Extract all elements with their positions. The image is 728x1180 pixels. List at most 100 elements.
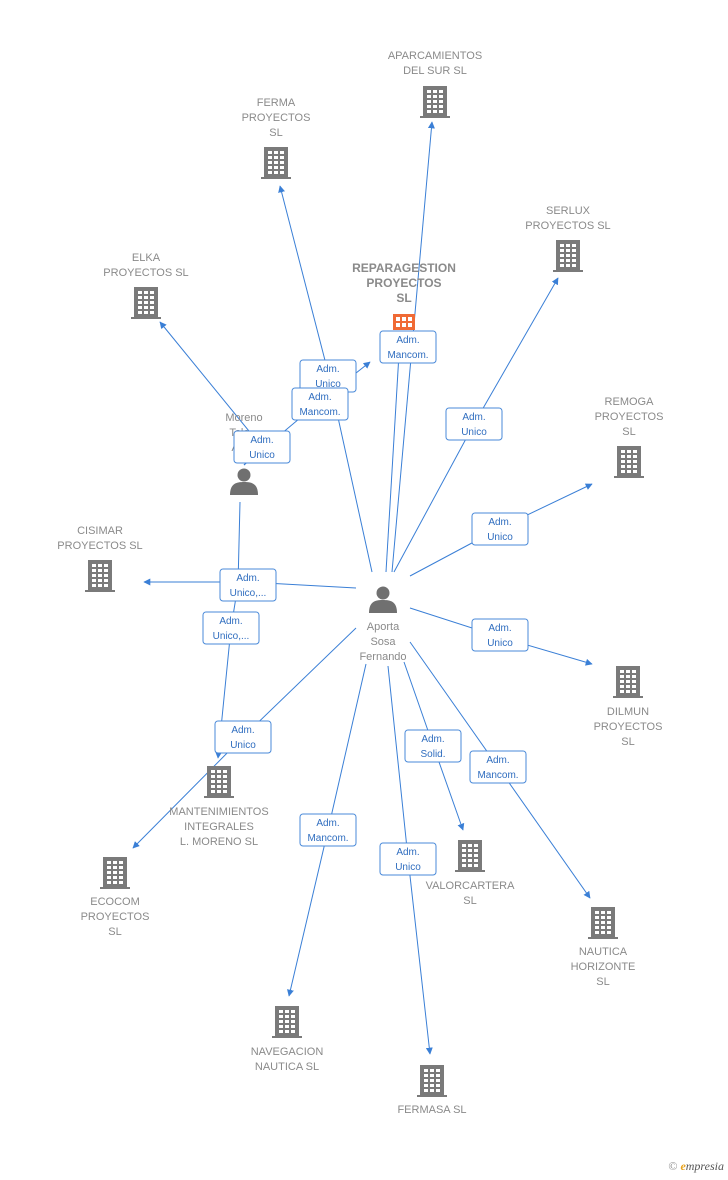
building-window (408, 317, 412, 321)
building-window (150, 291, 154, 294)
building-window (560, 249, 564, 252)
node-label-aporta: Fernando (359, 651, 406, 663)
building-window (620, 690, 624, 693)
edge-label-reparagestion[interactable]: Adm.Mancom. (379, 330, 437, 364)
building-window (211, 785, 215, 788)
node-label-cisimar: CISIMAR (77, 525, 123, 537)
node-label-reparagestion: PROYECTOS (366, 276, 441, 290)
building-window (621, 460, 625, 463)
building-base (420, 116, 450, 118)
building-window (626, 670, 630, 673)
edge-label-text: Mancom. (477, 770, 518, 781)
edge-label-mantenimientos[interactable]: Adm.Unico,... (202, 611, 260, 645)
building-window (474, 859, 478, 862)
building-window (436, 1084, 440, 1087)
building-window (285, 1010, 289, 1013)
node-label-dilmun: DILMUN (607, 706, 649, 718)
building-window (572, 244, 576, 247)
building-window (98, 584, 102, 587)
building-window (462, 854, 466, 857)
edge-label-remoga[interactable]: Adm.Unico (471, 512, 529, 546)
edge-label-nautica[interactable]: Adm.Mancom. (469, 750, 527, 784)
edge-label-dilmun[interactable]: Adm.Unico (471, 618, 529, 652)
building-window (430, 1069, 434, 1072)
edge-moreno-to-mantenimientos (215, 501, 241, 759)
edge-label-box (202, 611, 260, 645)
building-window (620, 675, 624, 678)
edge-label-text: Mancom. (307, 833, 348, 844)
node-label-aparcamientos: APARCAMIENTOS (388, 50, 482, 62)
building-window (280, 161, 284, 164)
edge-label-box (291, 387, 349, 421)
edge-label-serlux[interactable]: Adm.Unico (445, 407, 503, 441)
building-window (144, 296, 148, 299)
edge-label-box (404, 729, 462, 763)
building-window (396, 317, 400, 321)
building-window (107, 861, 111, 864)
building-window (211, 775, 215, 778)
node-label-remoga: REMOGA (605, 396, 655, 408)
building-window (424, 1084, 428, 1087)
building-base (100, 887, 130, 889)
building-window (150, 301, 154, 304)
building-window (144, 301, 148, 304)
building-window (595, 926, 599, 929)
building-window (280, 171, 284, 174)
building-window (607, 926, 611, 929)
building-window (560, 264, 564, 267)
edge-label-cisimar[interactable]: Adm.Unico,... (219, 568, 277, 602)
edge-label-navegacion[interactable]: Adm.Mancom. (299, 813, 357, 847)
node-label-aporta: Sosa (370, 636, 396, 648)
node-label-serlux: SERLUX (546, 205, 591, 217)
edge-label-box (214, 720, 272, 754)
node-fermasa[interactable]: FERMASA SL (397, 1065, 467, 1116)
building-window (424, 1089, 428, 1092)
edge-label-elka[interactable]: Adm.Unico (233, 430, 291, 464)
edge-label-box (233, 430, 291, 464)
edge-label-valorcartera[interactable]: Adm.Solid. (404, 729, 462, 763)
building-window (474, 849, 478, 852)
edge-label-ferma[interactable]: Adm.Unico (299, 359, 357, 393)
building-window (107, 871, 111, 874)
building-window (560, 259, 564, 262)
building-window (144, 306, 148, 309)
building-window (566, 264, 570, 267)
building-window (285, 1015, 289, 1018)
building-base (613, 696, 643, 698)
building-base (588, 937, 618, 939)
building-window (138, 306, 142, 309)
person-body (369, 600, 397, 613)
node-label-reparagestion: REPARAGESTION (352, 261, 456, 275)
building-window (468, 844, 472, 847)
building-window (572, 264, 576, 267)
building-window (433, 95, 437, 98)
building-window (627, 450, 631, 453)
building-window (138, 291, 142, 294)
edge-label-text: Adm. (236, 573, 259, 584)
node-label-ecocom: SL (108, 926, 121, 938)
edge-label-fermasa[interactable]: Adm.Unico (379, 842, 437, 876)
node-label-navegacion: NAVEGACION (251, 1046, 324, 1058)
node-label-dilmun: PROYECTOS (594, 721, 663, 733)
edge-label-reparagestion[interactable]: Adm.Mancom. (291, 387, 349, 421)
building-window (274, 156, 278, 159)
edge-label-text: Adm. (421, 734, 444, 745)
building-window (211, 790, 215, 793)
building-window (430, 1089, 434, 1092)
edge-label-ecocom[interactable]: Adm.Unico (214, 720, 272, 754)
brand-logo-letter: e (680, 1159, 686, 1173)
